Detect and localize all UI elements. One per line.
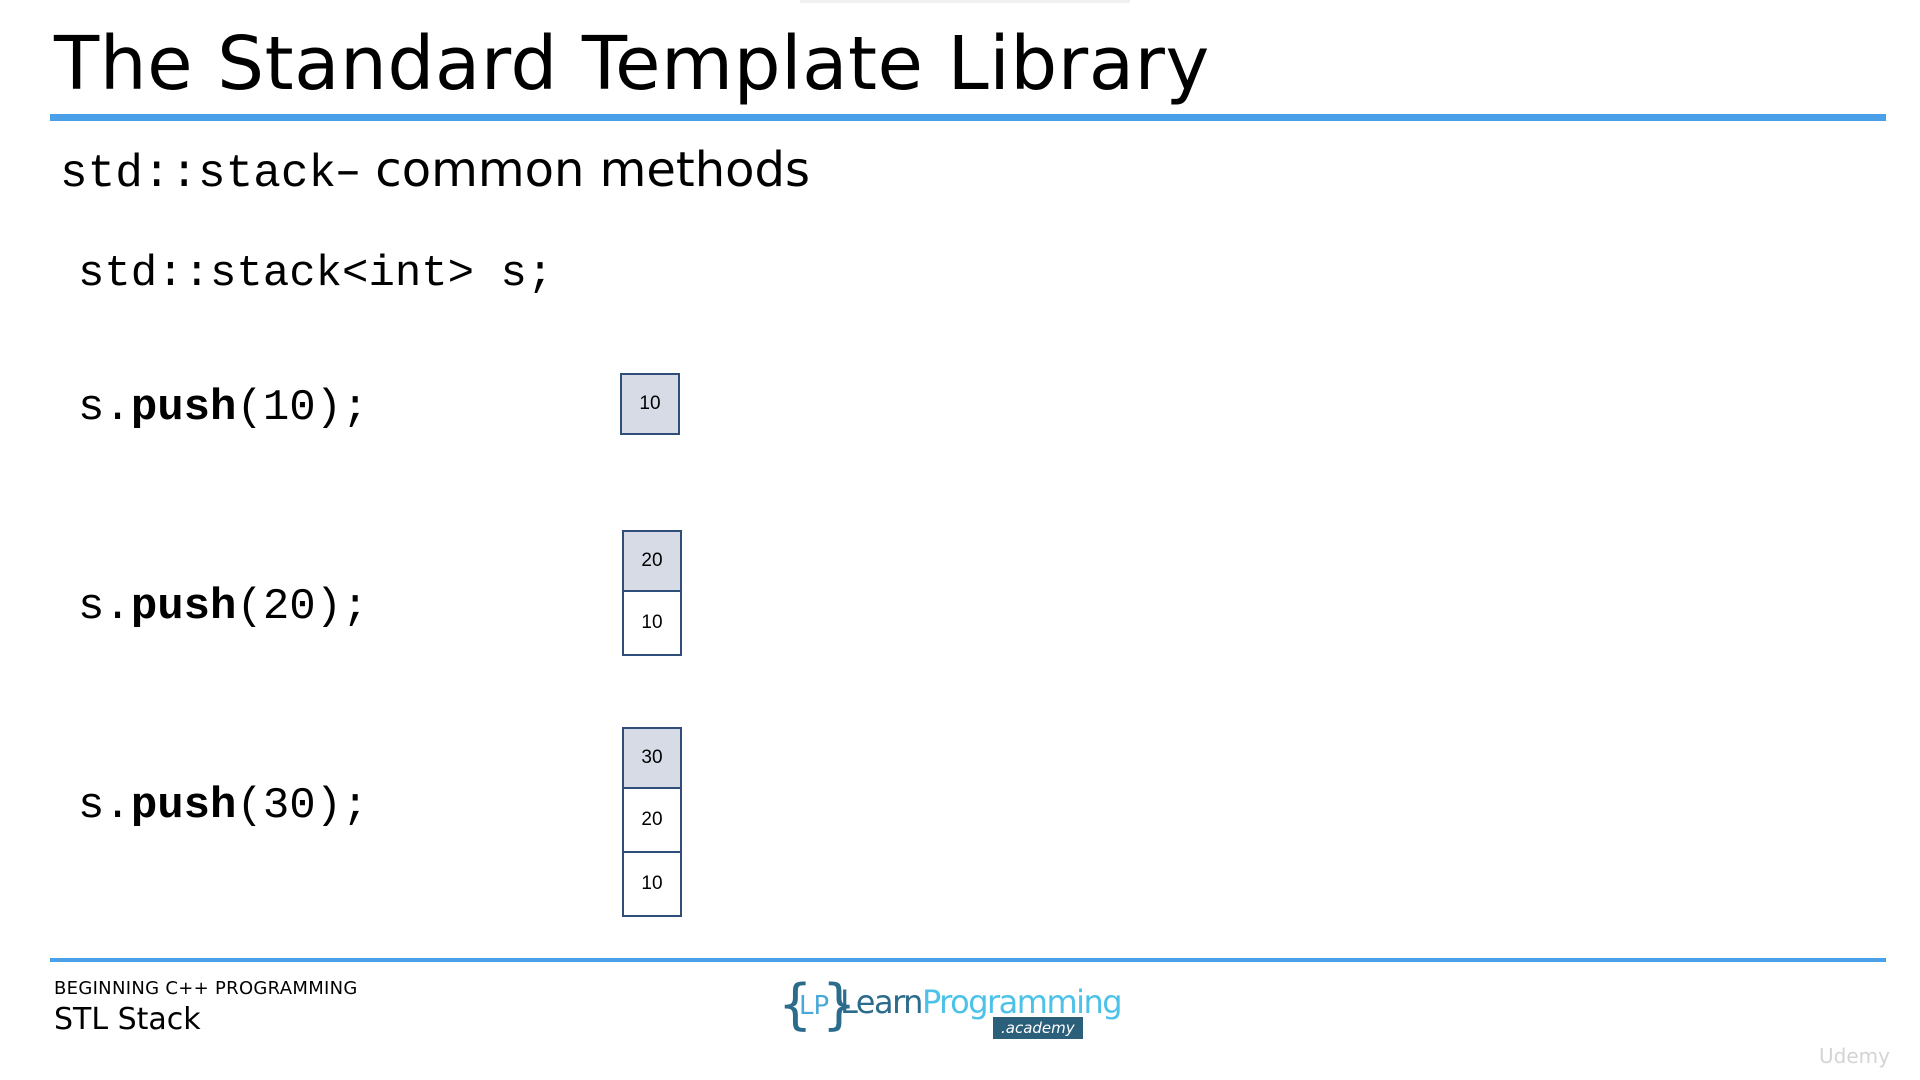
footer-divider — [50, 958, 1886, 962]
logo-brace-open: { — [778, 973, 813, 1036]
logo-brace-close: } — [822, 973, 857, 1036]
call-method: push — [130, 582, 237, 632]
slide-subtitle: std::stack – common methods — [60, 142, 810, 202]
logo-word-learn: Learn — [840, 983, 923, 1021]
push-call-3: s.push(30); — [78, 778, 368, 834]
subtitle-code: std::stack — [60, 148, 337, 200]
logo-initials: LP — [799, 991, 830, 1021]
push-call-2: s.push(20); — [78, 579, 368, 635]
slide-title: The Standard Template Library — [54, 21, 1210, 107]
subtitle-text: – common methods — [336, 142, 810, 198]
stack-cell-top: 10 — [620, 373, 680, 435]
title-divider — [50, 114, 1886, 121]
call-prefix: s. — [78, 582, 131, 632]
logo-word-programming: Programming — [921, 983, 1123, 1021]
learnprogramming-logo: { LP } LearnProgramming .academy — [778, 973, 1123, 1045]
course-name: BEGINNING C++ PROGRAMMING — [54, 978, 358, 999]
udemy-watermark: Udemy — [1819, 1044, 1890, 1068]
stack-cell-top: 30 — [622, 727, 682, 789]
call-args: (10); — [236, 383, 369, 433]
call-method: push — [130, 781, 237, 831]
stack-cell-top: 20 — [622, 530, 682, 592]
stack-cell: 20 — [622, 789, 682, 853]
stack-diagram-1: 10 — [620, 373, 680, 435]
call-method: push — [130, 383, 237, 433]
call-args: (30); — [236, 781, 369, 831]
logo-academy-badge: .academy — [993, 1017, 1083, 1039]
stack-diagram-2: 20 10 — [622, 530, 682, 656]
call-prefix: s. — [78, 781, 131, 831]
call-prefix: s. — [78, 383, 131, 433]
top-edge-strip — [800, 0, 1130, 3]
stack-cell: 10 — [622, 853, 682, 917]
declaration-line: std::stack<int> s; — [78, 249, 554, 299]
lesson-name: STL Stack — [54, 1002, 201, 1037]
call-args: (20); — [236, 582, 369, 632]
stack-diagram-3: 30 20 10 — [622, 727, 682, 917]
stack-cell: 10 — [622, 592, 682, 656]
logo-wordmark: LearnProgramming — [840, 983, 1123, 1021]
push-call-1: s.push(10); — [78, 380, 368, 436]
